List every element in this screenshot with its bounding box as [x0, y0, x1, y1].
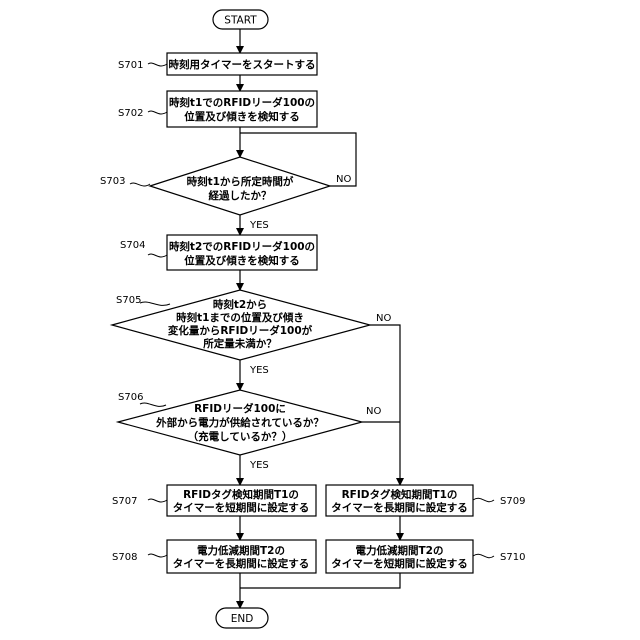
s705-no-label: NO — [376, 313, 391, 324]
step-s707: RFIDタグ検知期間T1の タイマーを短期間に設定する S707 — [112, 485, 316, 516]
s702-line-1: 時刻t1でのRFIDリーダ100の — [169, 96, 315, 109]
s707-line-2: タイマーを短期間に設定する — [173, 501, 310, 514]
s710-line-1: 電力低減期間T2の — [356, 544, 444, 557]
s706-step-label: S706 — [118, 392, 143, 403]
s705-leader — [140, 302, 170, 305]
s701-step-label: S701 — [118, 60, 143, 71]
s708-line-2: タイマーを長期間に設定する — [173, 557, 310, 570]
end-terminal: END — [216, 608, 268, 628]
s708-step-label: S708 — [112, 552, 137, 563]
start-terminal: START — [213, 10, 268, 29]
start-label: START — [224, 15, 257, 27]
s708-leader — [148, 554, 167, 557]
s703-leader — [130, 183, 150, 186]
s705-step-label: S705 — [116, 295, 141, 306]
s703-step-label: S703 — [100, 176, 125, 187]
s710-step-label: S710 — [500, 552, 525, 563]
s710-leader — [473, 554, 494, 557]
s703-line-2: 経過したか？ — [209, 189, 272, 202]
step-s704: 時刻t2でのRFIDリーダ100の 位置及び傾きを検知する S704 — [120, 235, 317, 270]
s703-line-1: 時刻t1から所定時間が — [187, 175, 294, 188]
s702-leader — [148, 111, 167, 114]
s707-leader — [148, 499, 167, 502]
step-s710: 電力低減期間T2の タイマーを短期間に設定する S710 — [326, 540, 525, 573]
s703-yes-label: YES — [249, 220, 269, 231]
s709-step-label: S709 — [500, 496, 525, 507]
connector-s710-merge — [240, 573, 400, 588]
s706-no-label: NO — [366, 406, 381, 417]
s706-leader — [140, 403, 166, 406]
s706-line-1: RFIDリーダ100に — [194, 402, 286, 415]
step-s702: 時刻t1でのRFIDリーダ100の 位置及び傾きを検知する S702 — [118, 91, 317, 127]
s704-step-label: S704 — [120, 240, 145, 251]
step-s708: 電力低減期間T2の タイマーを長期間に設定する S708 — [112, 540, 316, 573]
s707-step-label: S707 — [112, 496, 137, 507]
s705-line-4: 所定量未満か？ — [203, 337, 277, 350]
s709-line-1: RFIDタグ検知期間T1の — [342, 488, 458, 501]
s701-leader — [148, 63, 167, 66]
s710-line-2: タイマーを短期間に設定する — [331, 557, 468, 570]
s708-line-1: 電力低減期間T2の — [197, 544, 285, 557]
decision-s703: 時刻t1から所定時間が 経過したか？ S703 NO YES — [100, 157, 351, 231]
step-s709: RFIDタグ検知期間T1の タイマーを長期間に設定する S709 — [326, 485, 525, 516]
s705-line-2: 時刻t1までの位置及び傾き — [176, 311, 304, 324]
s704-line-2: 位置及び傾きを検知する — [184, 254, 300, 267]
s704-line-1: 時刻t2でのRFIDリーダ100の — [169, 240, 315, 253]
s707-line-1: RFIDタグ検知期間T1の — [183, 488, 299, 501]
decision-s705: 時刻t2から 時刻t1までの位置及び傾き 変化量からRFIDリーダ100が 所定… — [112, 290, 391, 376]
s709-leader — [473, 498, 494, 501]
s705-yes-label: YES — [249, 365, 269, 376]
s705-line-1: 時刻t2から — [213, 298, 267, 311]
connector-s705-no — [370, 325, 400, 485]
s703-no-label: NO — [336, 174, 351, 185]
step-s701: 時刻用タイマーをスタートする S701 — [118, 53, 317, 75]
s705-line-3: 変化量からRFIDリーダ100が — [168, 324, 313, 337]
s706-line-2: 外部から電力が供給されているか？ — [155, 416, 324, 429]
s701-line-1: 時刻用タイマーをスタートする — [169, 58, 316, 71]
s702-step-label: S702 — [118, 108, 143, 119]
s706-line-3: （充電しているか？） — [188, 430, 293, 443]
s709-line-2: タイマーを長期間に設定する — [331, 501, 468, 514]
s706-yes-label: YES — [249, 460, 269, 471]
s702-line-2: 位置及び傾きを検知する — [184, 110, 300, 123]
decision-s706: RFIDリーダ100に 外部から電力が供給されているか？ （充電しているか？） … — [118, 390, 381, 471]
end-label: END — [231, 613, 254, 625]
s704-leader — [148, 254, 167, 257]
